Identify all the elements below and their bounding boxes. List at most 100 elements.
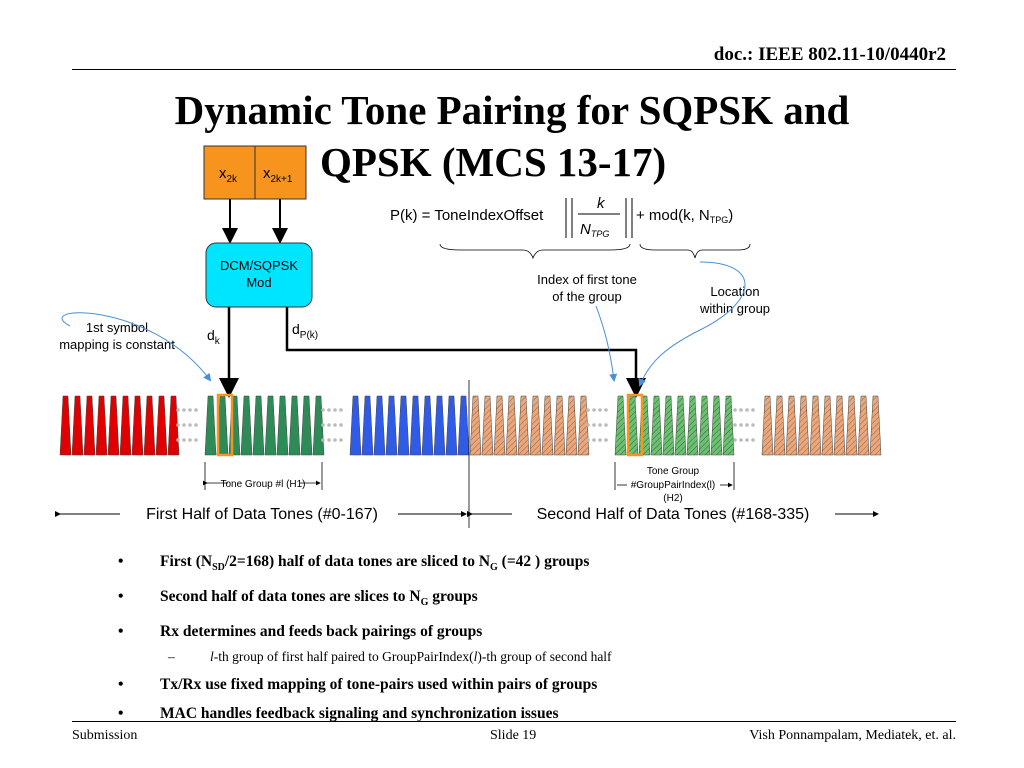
tone-bar	[493, 395, 506, 456]
ellipsis-dot	[182, 408, 186, 412]
tone-bar	[869, 395, 882, 456]
tone-group-brown-1	[469, 395, 590, 456]
ellipsis-dot	[592, 438, 596, 442]
pairing-formula: P(k) = ToneIndexOffset k NTPG + mod(k, N…	[390, 195, 733, 239]
input-x2k-label: x2k	[219, 165, 238, 185]
tone-bar	[650, 395, 663, 456]
ellipsis-dot	[733, 438, 737, 442]
svg-text:P(k) = ToneIndexOffset: P(k) = ToneIndexOffset	[390, 207, 544, 224]
ellipsis-dot	[739, 423, 743, 427]
tone-bar	[107, 395, 120, 456]
tone-bar	[821, 395, 834, 456]
ellipsis-dot	[188, 423, 192, 427]
tone-bar	[240, 395, 253, 456]
dcm-sqpsk-mod-block	[205, 242, 313, 308]
ellipsis-dot	[733, 423, 737, 427]
tone-bar	[300, 395, 313, 456]
tone-bar	[833, 395, 846, 456]
ellipsis-dot	[182, 423, 186, 427]
callout-location-2: within group	[699, 301, 770, 316]
ellipsis-dot	[188, 408, 192, 412]
tone-bar	[385, 395, 398, 456]
output-dk-label: dk	[207, 327, 221, 347]
tone-bar	[773, 395, 786, 456]
ellipsis-dot	[333, 438, 337, 442]
tone-bar	[421, 395, 434, 456]
slide-title-line-1: Dynamic Tone Pairing for SQPSK and	[174, 87, 850, 133]
ellipsis-dot	[339, 423, 343, 427]
ellipsis-dot	[739, 438, 743, 442]
tone-bar	[95, 395, 108, 456]
ellipsis-dot	[182, 438, 186, 442]
tone-bar	[349, 395, 362, 456]
tone-bar	[155, 395, 168, 456]
ellipsis-dot	[745, 408, 749, 412]
tone-group-h1	[204, 395, 325, 456]
group-h2-label-3: (H2)	[663, 493, 682, 504]
tone-bar	[698, 395, 711, 456]
bullet-3: •Rx determines and feeds back pairings o…	[118, 623, 483, 641]
ellipsis-dot	[333, 408, 337, 412]
ellipsis-dot	[176, 408, 180, 412]
ellipsis-dot	[739, 408, 743, 412]
group-h2-label-1: Tone Group	[647, 466, 700, 477]
tone-bar	[131, 395, 144, 456]
tone-bar	[361, 395, 374, 456]
ellipsis-dot	[188, 438, 192, 442]
ellipsis-dot	[604, 438, 608, 442]
footer-left: Submission	[72, 728, 138, 743]
tone-bar	[252, 395, 265, 456]
ellipsis-dot	[321, 423, 325, 427]
tone-bar	[517, 395, 530, 456]
tone-bar	[710, 395, 723, 456]
ellipsis-dot	[194, 423, 198, 427]
tone-bar	[565, 395, 578, 456]
tone-bar	[797, 395, 810, 456]
tone-bar	[445, 395, 458, 456]
mod-label-1: DCM/SQPSK	[220, 258, 298, 273]
tone-bar	[397, 395, 410, 456]
tone-bar	[276, 395, 289, 456]
ellipsis-dot	[327, 423, 331, 427]
tone-bar	[529, 395, 542, 456]
footer-rule	[72, 721, 956, 722]
highlight-h2-tone	[626, 393, 644, 457]
ellipsis-dot	[733, 408, 737, 412]
ellipsis-dot	[592, 423, 596, 427]
first-half-label: First Half of Data Tones (#0-167)	[146, 506, 378, 523]
tone-bar	[457, 395, 470, 456]
ellipsis-dot	[176, 423, 180, 427]
callout-index-2: of the group	[552, 289, 621, 304]
tone-bar	[505, 395, 518, 456]
tone-bar	[857, 395, 870, 456]
callout-constant-2: mapping is constant	[59, 337, 175, 352]
ellipsis-dot	[751, 438, 755, 442]
ellipsis-dot	[586, 438, 590, 442]
doc-id: doc.: IEEE 802.11-10/0440r2	[713, 44, 946, 65]
ellipsis-dot	[176, 438, 180, 442]
output-dpk-label: dP(k)	[292, 321, 318, 341]
tone-bar	[614, 395, 627, 456]
svg-text:+ mod(k, NTPG): + mod(k, NTPG)	[636, 207, 733, 225]
ellipsis-dot	[327, 438, 331, 442]
svg-text:k: k	[597, 195, 606, 212]
second-half-label: Second Half of Data Tones (#168-335)	[537, 506, 810, 523]
tone-bar	[433, 395, 446, 456]
callout-index-1: Index of first tone	[537, 272, 637, 287]
ellipsis-dot	[194, 438, 198, 442]
tone-group-blue	[349, 395, 470, 456]
tone-bar	[638, 395, 651, 456]
ellipsis-dot	[751, 408, 755, 412]
ellipsis-dot	[745, 438, 749, 442]
tone-bar	[722, 395, 735, 456]
input-x2k1-box	[254, 145, 307, 200]
tone-bar	[264, 395, 277, 456]
tone-pairing-diagram: x2k x2k+1 DCM/SQPSK Mod dk dP(k) 1st sym…	[55, 145, 882, 528]
ellipsis-dot	[598, 423, 602, 427]
ellipsis-dot	[586, 423, 590, 427]
ellipsis-dot	[339, 408, 343, 412]
tone-bar	[553, 395, 566, 456]
tone-bar	[541, 395, 554, 456]
tone-bar	[761, 395, 774, 456]
ellipsis-dot	[194, 408, 198, 412]
